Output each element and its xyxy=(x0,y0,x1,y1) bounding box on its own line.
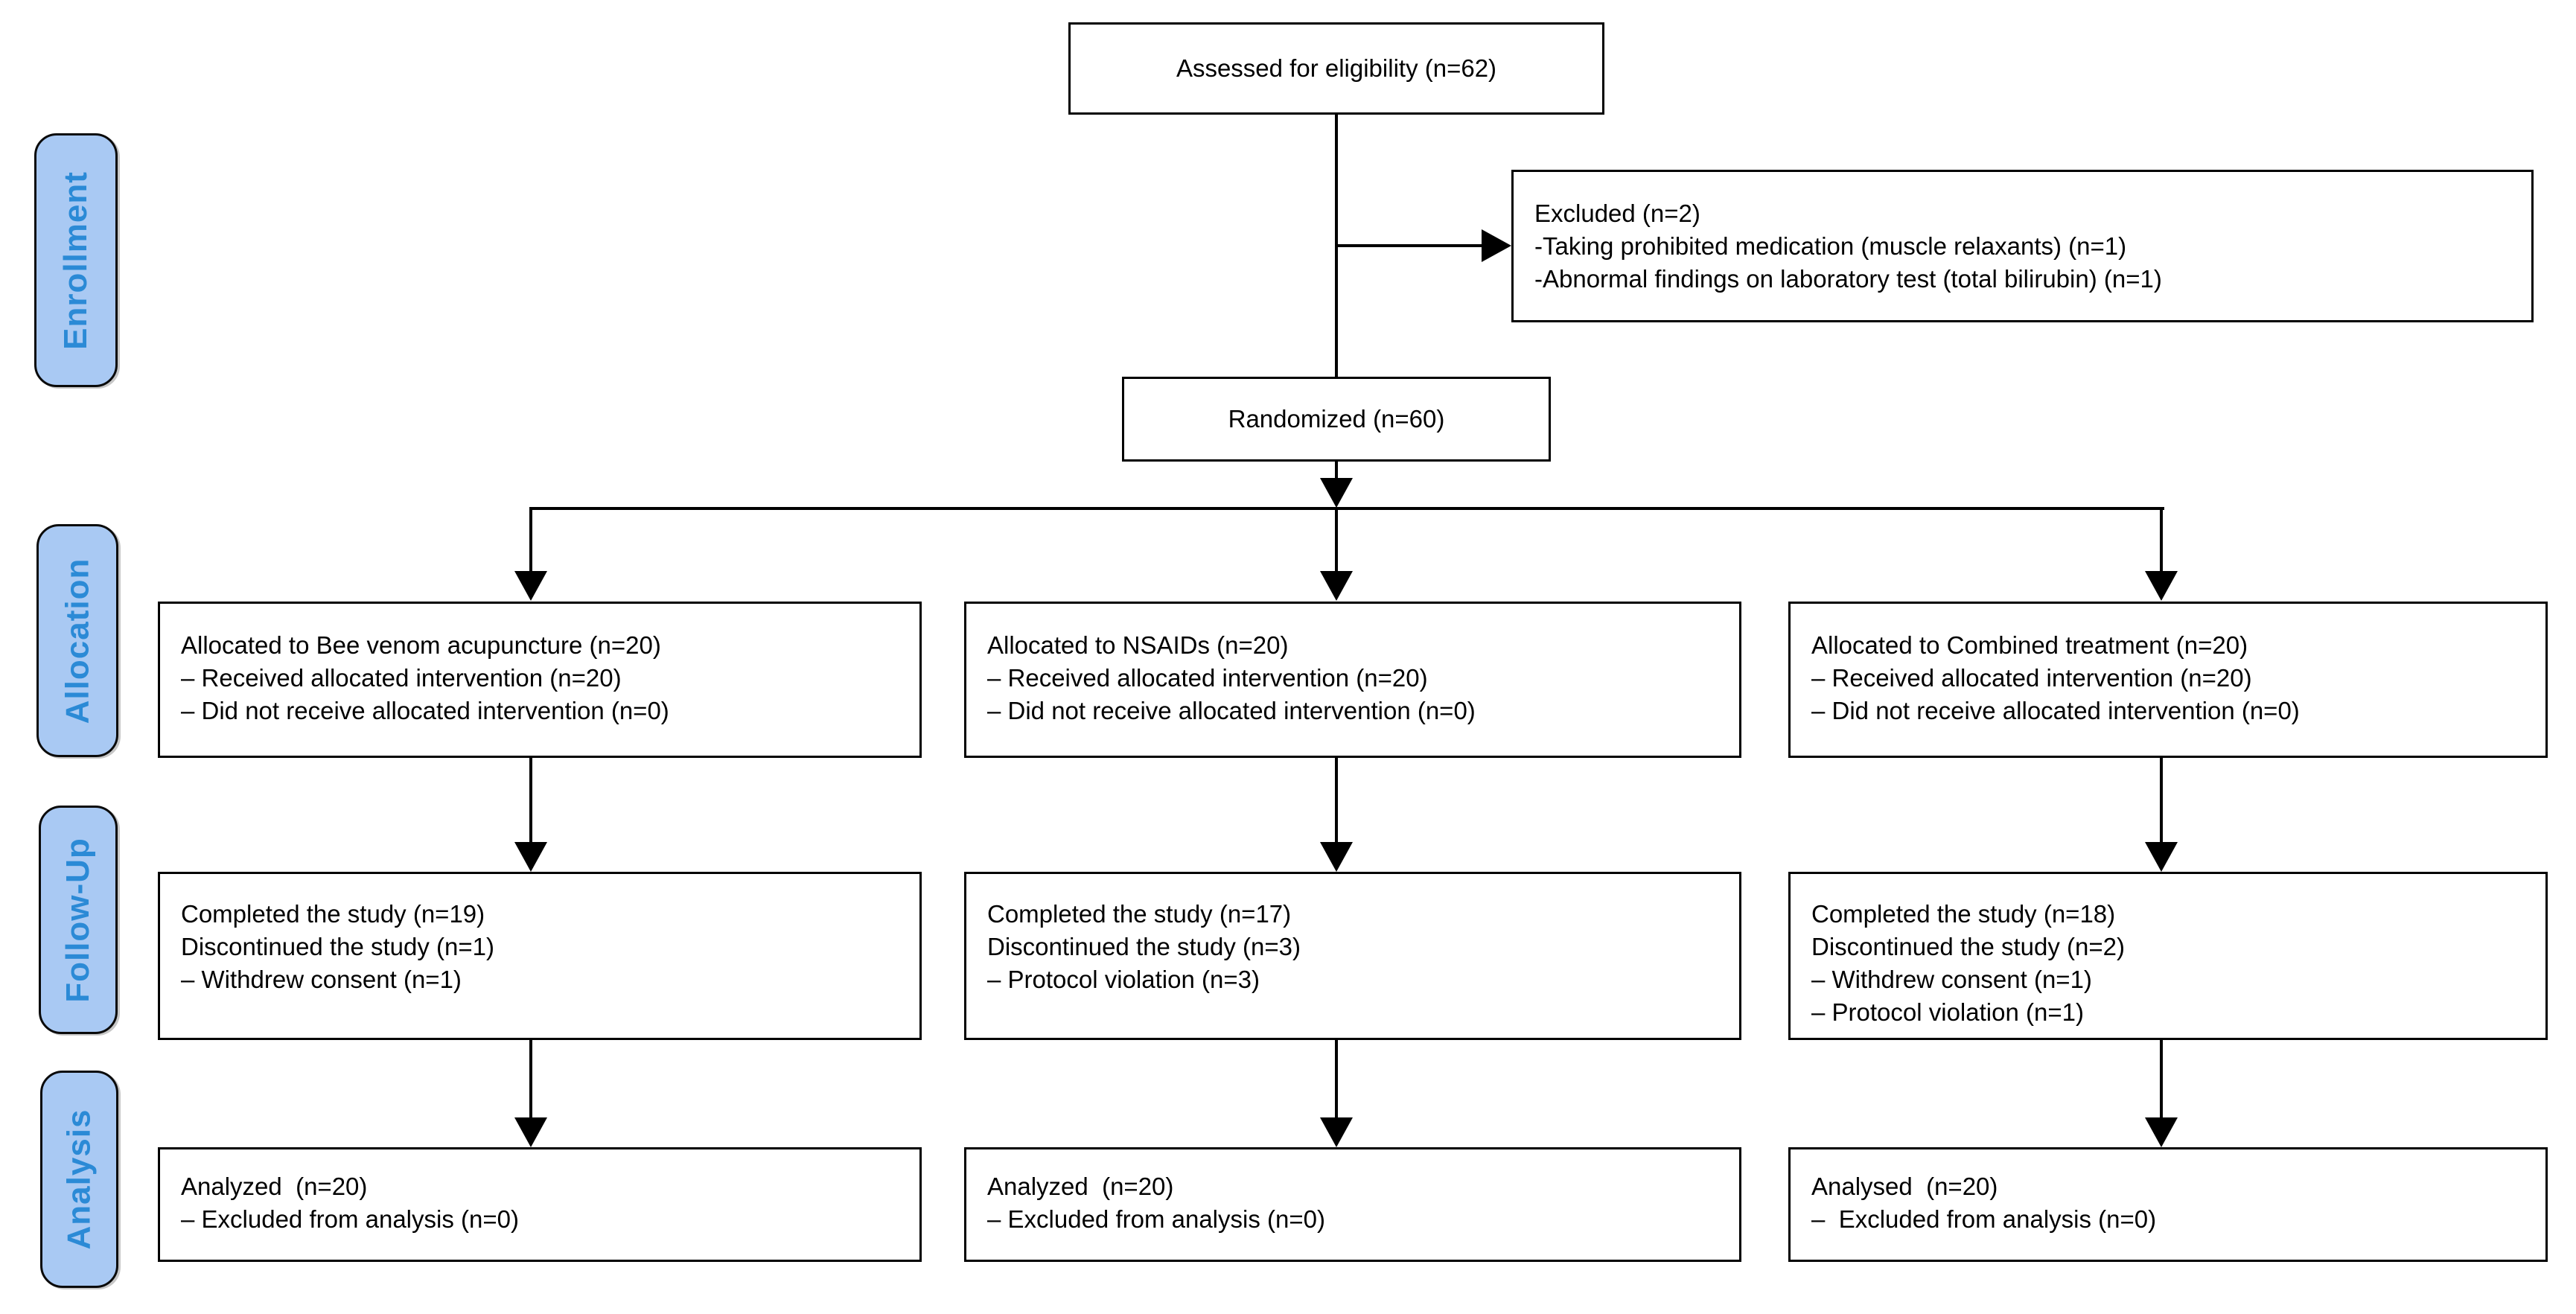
connector-to-excluded xyxy=(1336,244,1484,247)
box-text-line: Allocated to NSAIDs (n=20) xyxy=(987,631,1289,659)
connector-alloc-to-followup-middle xyxy=(1335,758,1338,844)
box-text-line: Assessed for eligibility (n=62) xyxy=(1176,54,1497,82)
box-text-line: Completed the study (n=17) xyxy=(987,900,1292,928)
box-text-line: – Excluded from analysis (n=0) xyxy=(1811,1205,2157,1233)
arrowhead-down-icon xyxy=(1320,571,1353,601)
box-text-line: -Taking prohibited medication (muscle re… xyxy=(1534,232,2127,260)
box-text-line: Allocated to Combined treatment (n=20) xyxy=(1811,631,2248,659)
connector-randomized-to-branch xyxy=(1335,460,1338,482)
box-text-line: Allocated to Bee venom acupuncture (n=20… xyxy=(181,631,661,659)
analysis-combined-treatment-box: Analysed (n=20) – Excluded from analysis… xyxy=(1788,1147,2548,1262)
stage-label-follow-up: Follow-Up xyxy=(39,806,118,1034)
allocated-combined-treatment-box: Allocated to Combined treatment (n=20) –… xyxy=(1788,602,2548,758)
box-text-line: – Received allocated intervention (n=20) xyxy=(1811,664,2252,692)
box-text-line: Analyzed (n=20) xyxy=(987,1173,1174,1200)
arrowhead-down-icon xyxy=(514,1117,547,1147)
arrowhead-down-icon xyxy=(514,571,547,601)
stage-label-text: Enrollment xyxy=(57,170,95,350)
branch-horizontal-line xyxy=(529,507,2164,510)
box-text-line: – Received allocated intervention (n=20) xyxy=(181,664,622,692)
stage-label-text: Analysis xyxy=(60,1109,98,1250)
box-text-line: Completed the study (n=18) xyxy=(1811,900,2116,928)
box-text-line: -Abnormal findings on laboratory test (t… xyxy=(1534,265,2162,293)
followup-bee-venom-box: Completed the study (n=19) Discontinued … xyxy=(158,872,922,1040)
randomized-box: Randomized (n=60) xyxy=(1122,377,1551,462)
box-text-line: Discontinued the study (n=1) xyxy=(181,933,494,960)
box-text-line: – Excluded from analysis (n=0) xyxy=(987,1205,1325,1233)
stage-label-analysis: Analysis xyxy=(40,1071,118,1288)
arrowhead-down-icon xyxy=(1320,842,1353,872)
connector-followup-to-analysis-right xyxy=(2160,1040,2163,1119)
branch-left-vertical xyxy=(529,507,532,573)
box-text-line: – Excluded from analysis (n=0) xyxy=(181,1205,519,1233)
followup-combined-treatment-box: Completed the study (n=18) Discontinued … xyxy=(1788,872,2548,1040)
box-text-line: Analysed (n=20) xyxy=(1811,1173,1998,1200)
arrowhead-right-icon xyxy=(1482,229,1511,262)
box-text-line: Excluded (n=2) xyxy=(1534,200,1700,227)
allocated-bee-venom-box: Allocated to Bee venom acupuncture (n=20… xyxy=(158,602,922,758)
allocated-nsaids-box: Allocated to NSAIDs (n=20) – Received al… xyxy=(964,602,1741,758)
excluded-box: Excluded (n=2) -Taking prohibited medica… xyxy=(1511,170,2534,322)
connector-followup-to-analysis-middle xyxy=(1335,1040,1338,1119)
box-text-line: Completed the study (n=19) xyxy=(181,900,485,928)
arrowhead-down-icon xyxy=(1320,1117,1353,1147)
branch-middle-vertical xyxy=(1335,510,1338,573)
assessed-eligibility-box: Assessed for eligibility (n=62) xyxy=(1068,22,1604,115)
box-text-line: – Did not receive allocated intervention… xyxy=(181,697,669,724)
arrowhead-down-icon xyxy=(2145,1117,2178,1147)
box-text-line: – Protocol violation (n=3) xyxy=(987,966,1260,993)
stage-label-allocation: Allocation xyxy=(36,524,118,757)
connector-alloc-to-followup-left xyxy=(529,758,532,844)
connector-alloc-to-followup-right xyxy=(2160,758,2163,844)
arrowhead-down-icon xyxy=(2145,571,2178,601)
stage-label-enrollment: Enrollment xyxy=(34,133,118,387)
stage-label-text: Follow-Up xyxy=(60,837,97,1003)
box-text-line: Discontinued the study (n=2) xyxy=(1811,933,2125,960)
box-text-line: – Withdrew consent (n=1) xyxy=(1811,966,2092,993)
connector-followup-to-analysis-left xyxy=(529,1040,532,1119)
box-text-line: – Did not receive allocated intervention… xyxy=(987,697,1476,724)
stage-label-text: Allocation xyxy=(59,558,95,724)
arrowhead-down-icon xyxy=(2145,842,2178,872)
analysis-bee-venom-box: Analyzed (n=20) – Excluded from analysis… xyxy=(158,1147,922,1262)
arrowhead-down-icon xyxy=(514,842,547,872)
box-text-line: – Did not receive allocated intervention… xyxy=(1811,697,2300,724)
branch-right-vertical xyxy=(2160,507,2163,573)
box-text-line: – Withdrew consent (n=1) xyxy=(181,966,462,993)
analysis-nsaids-box: Analyzed (n=20) – Excluded from analysis… xyxy=(964,1147,1741,1262)
box-text-line: – Received allocated intervention (n=20) xyxy=(987,664,1428,692)
box-text-line: – Protocol violation (n=1) xyxy=(1811,998,2084,1026)
followup-nsaids-box: Completed the study (n=17) Discontinued … xyxy=(964,872,1741,1040)
box-text-line: Discontinued the study (n=3) xyxy=(987,933,1301,960)
box-text-line: Randomized (n=60) xyxy=(1228,405,1445,433)
arrowhead-down-icon xyxy=(1320,478,1353,508)
box-text-line: Analyzed (n=20) xyxy=(181,1173,368,1200)
